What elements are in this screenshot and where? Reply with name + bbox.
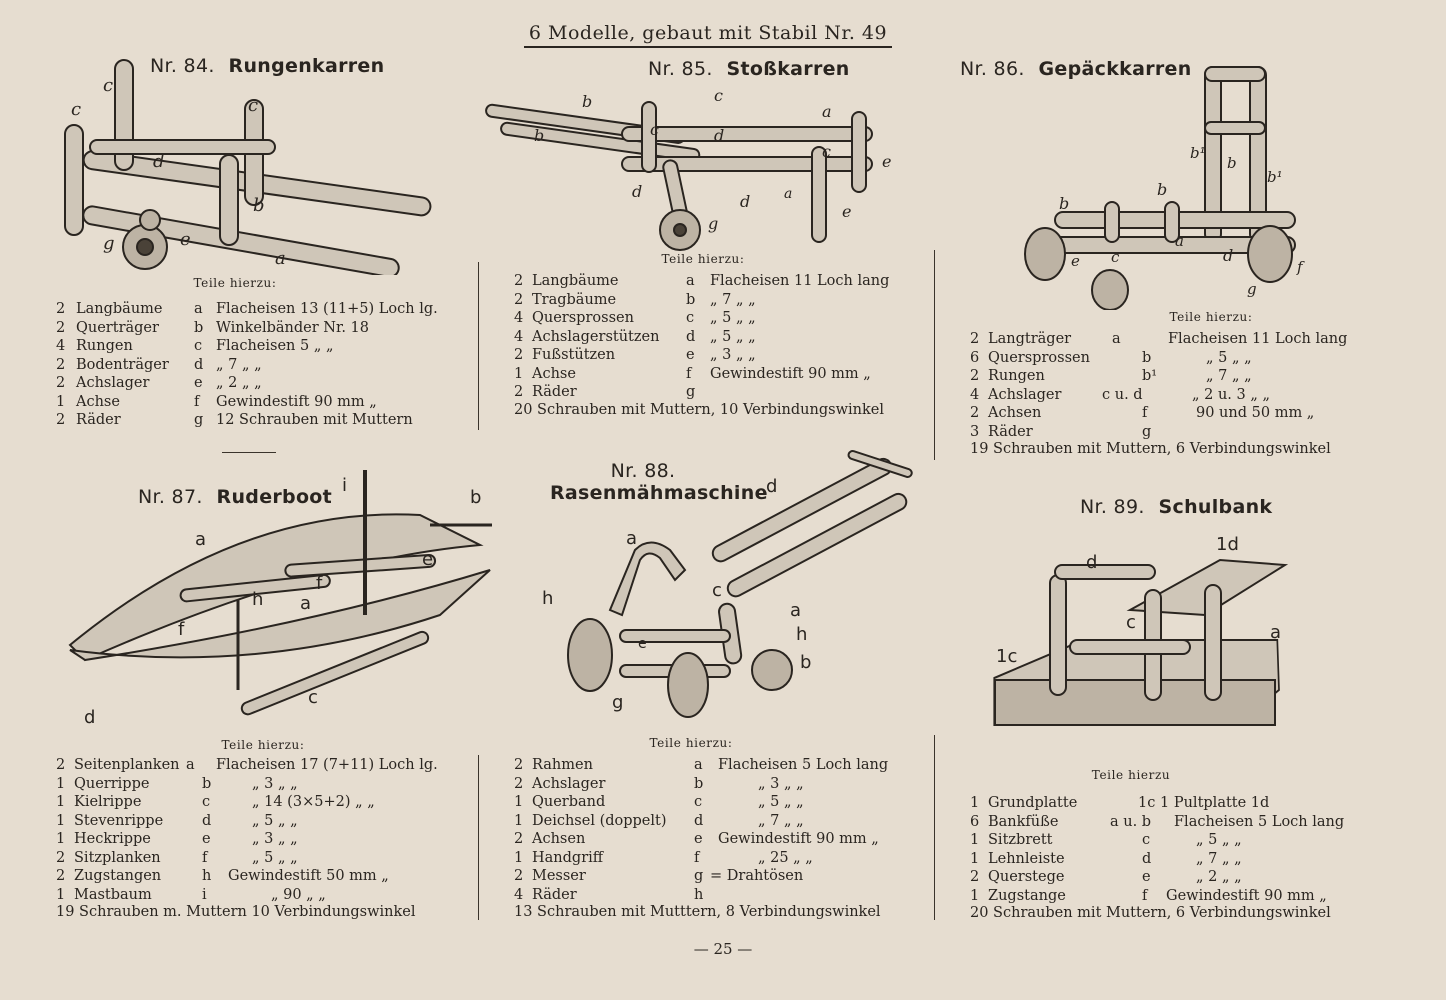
model-86-teile-label: Teile hierzu: — [1169, 310, 1253, 324]
fig-label: b — [534, 126, 545, 145]
fig-label: c — [650, 120, 659, 139]
model-88-teile-label: Teile hierzu: — [649, 736, 733, 750]
fig-label: b — [1059, 194, 1070, 213]
model-89-teile-label: Teile hierzu — [1091, 768, 1171, 782]
page-number: — 25 — — [693, 940, 753, 958]
column-divider-right-bottom — [934, 735, 935, 920]
fig-label: c — [822, 142, 831, 161]
fig-label: e — [180, 229, 191, 250]
fig-label: b — [1227, 154, 1237, 172]
column-divider-right-top — [934, 250, 935, 460]
fig-label: a — [1175, 232, 1184, 250]
column-divider-left-bottom — [478, 755, 479, 920]
model-84-illustration: c c c d b g e a — [55, 55, 445, 275]
model-85-teile-label: Teile hierzu: — [661, 252, 745, 266]
model-87-teile-label: Teile hierzu: — [221, 738, 305, 752]
fig-label: a — [790, 600, 802, 621]
fig-label: c — [712, 580, 722, 601]
fig-label: d — [740, 192, 751, 211]
fig-label: a — [626, 528, 638, 549]
column-divider-left-top — [478, 262, 479, 430]
model-85-illustration: b c a b c d c e d d a e g — [482, 82, 902, 252]
model-87-illustration: i b a e f h a f c d — [60, 465, 500, 735]
section-separator — [222, 452, 276, 453]
fig-label: b¹ — [1267, 168, 1283, 186]
model-87-footer: 19 Schrauben m. Muttern 10 Verbindungswi… — [56, 904, 416, 920]
fig-label: c — [1126, 612, 1136, 633]
fig-label: g — [708, 214, 719, 233]
fig-label: a — [1270, 622, 1282, 643]
fig-label: b — [582, 92, 593, 111]
fig-label: g — [103, 233, 115, 254]
fig-label: d — [84, 707, 96, 728]
fig-label: c — [714, 86, 723, 105]
fig-label: c — [103, 75, 114, 96]
fig-label: 1c — [996, 646, 1018, 667]
fig-label: d — [1223, 246, 1234, 265]
model-88-title: Nr. 88. Rasenmähmaschine — [550, 460, 768, 504]
fig-label: i — [342, 475, 348, 496]
fig-label: 1d — [1216, 534, 1239, 555]
model-86-title: Nr. 86. Gepäckkarren — [960, 58, 1192, 80]
fig-label: d — [153, 151, 165, 172]
fig-label: a — [784, 186, 793, 202]
fig-label: b — [800, 652, 812, 673]
fig-label: h — [796, 624, 808, 645]
fig-label: g — [612, 692, 624, 713]
model-89-title: Nr. 89. Schulbank — [1080, 496, 1273, 518]
fig-label: b — [470, 487, 482, 508]
model-89-footer: 20 Schrauben mit Muttern, 6 Verbindungsw… — [970, 905, 1331, 921]
model-85-footer: 20 Schrauben mit Muttern, 10 Verbindungs… — [514, 402, 884, 418]
fig-label: b — [253, 195, 265, 216]
fig-label: b¹ — [1190, 144, 1206, 162]
fig-label: d — [632, 182, 643, 201]
fig-label: a — [275, 248, 286, 269]
fig-label: a — [300, 593, 312, 614]
fig-label: c — [1111, 248, 1120, 266]
fig-label: a — [195, 529, 207, 550]
fig-label: e — [638, 636, 647, 652]
model-86-illustration: b¹ b b¹ b b e c a d f g — [1015, 62, 1325, 310]
fig-label: c — [248, 95, 259, 116]
model-89-illustration: 1d d c a 1c — [990, 530, 1290, 765]
fig-label: a — [822, 102, 832, 121]
fig-label: b — [1157, 180, 1168, 199]
fig-label: d — [766, 476, 778, 497]
fig-label: e — [1071, 252, 1080, 270]
fig-label: e — [842, 202, 852, 221]
fig-label: f — [316, 573, 323, 594]
fig-label: h — [252, 589, 264, 610]
fig-label: e — [422, 549, 434, 570]
model-88-footer: 13 Schrauben mit Mutttern, 8 Verbindungs… — [514, 904, 881, 920]
fig-label: d — [714, 126, 725, 145]
fig-label: f — [178, 619, 185, 640]
fig-label: d — [1086, 552, 1098, 573]
fig-label: c — [308, 687, 318, 708]
page-header: 6 Modelle, gebaut mit Stabil Nr. 49 — [524, 22, 892, 48]
fig-label: f — [1297, 258, 1303, 276]
model-84-teile-label: Teile hierzu: — [193, 276, 277, 290]
fig-label: h — [542, 588, 554, 609]
model-87-title: Nr. 87. Ruderboot — [138, 486, 333, 508]
fig-label: e — [882, 152, 892, 171]
model-84-title: Nr. 84. Rungenkarren — [150, 55, 385, 77]
fig-label: c — [71, 99, 82, 120]
model-86-footer: 19 Schrauben mit Muttern, 6 Verbindungsw… — [970, 441, 1331, 457]
model-85-title: Nr. 85. Stoßkarren — [648, 58, 850, 80]
fig-label: g — [1247, 280, 1257, 298]
model-88-illustration: d a h c e a h b g — [540, 440, 920, 725]
